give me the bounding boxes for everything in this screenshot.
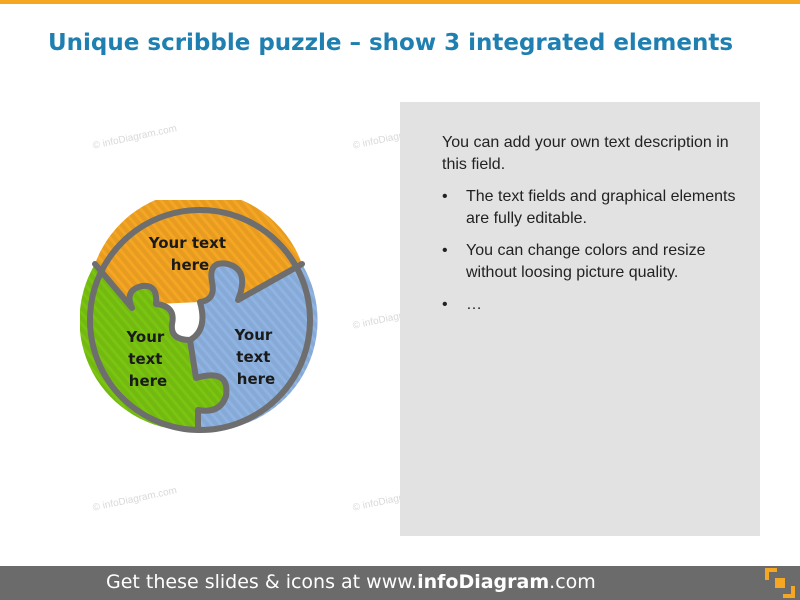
slide-title: Unique scribble puzzle – show 3 integrat…	[48, 30, 734, 56]
bullet-marker: •	[442, 242, 448, 259]
scribble-puzzle-diagram: Your text here Your text here Your text …	[80, 200, 318, 433]
bullet-text: You can change colors and resize without…	[466, 242, 706, 281]
footer-link[interactable]: Get these slides & icons at www.infoDiag…	[106, 571, 596, 593]
footer-suffix: .com	[549, 571, 596, 593]
puzzle-piece-green-label: Your text here	[125, 328, 169, 390]
bullet-text: …	[466, 296, 482, 313]
bullet-text: The text fields and graphical elements a…	[466, 188, 736, 227]
top-accent-bar	[0, 0, 800, 4]
puzzle-outline	[87, 207, 313, 433]
bullet-item[interactable]: • You can change colors and resize witho…	[442, 240, 742, 284]
puzzle-piece-blue-label: Your text here	[233, 326, 277, 388]
bullet-marker: •	[442, 296, 448, 313]
watermark: © infoDiagram.com	[91, 485, 178, 514]
footer-banner: Get these slides & icons at www.infoDiag…	[0, 566, 800, 600]
bullet-item[interactable]: • …	[442, 294, 742, 316]
bullet-list: • The text fields and graphical elements…	[442, 186, 742, 326]
footer-prefix: Get these slides & icons at www.	[106, 571, 418, 593]
bullet-marker: •	[442, 188, 448, 205]
puzzle-piece-orange-label: Your text here	[148, 234, 232, 274]
infodiagram-logo-icon	[765, 568, 795, 598]
description-panel: You can add your own text description in…	[400, 102, 760, 536]
panel-intro-text[interactable]: You can add your own text description in…	[442, 134, 729, 173]
watermark: © infoDiagram.com	[91, 123, 178, 152]
footer-brand: infoDiagram	[417, 571, 550, 593]
bullet-item[interactable]: • The text fields and graphical elements…	[442, 186, 742, 230]
